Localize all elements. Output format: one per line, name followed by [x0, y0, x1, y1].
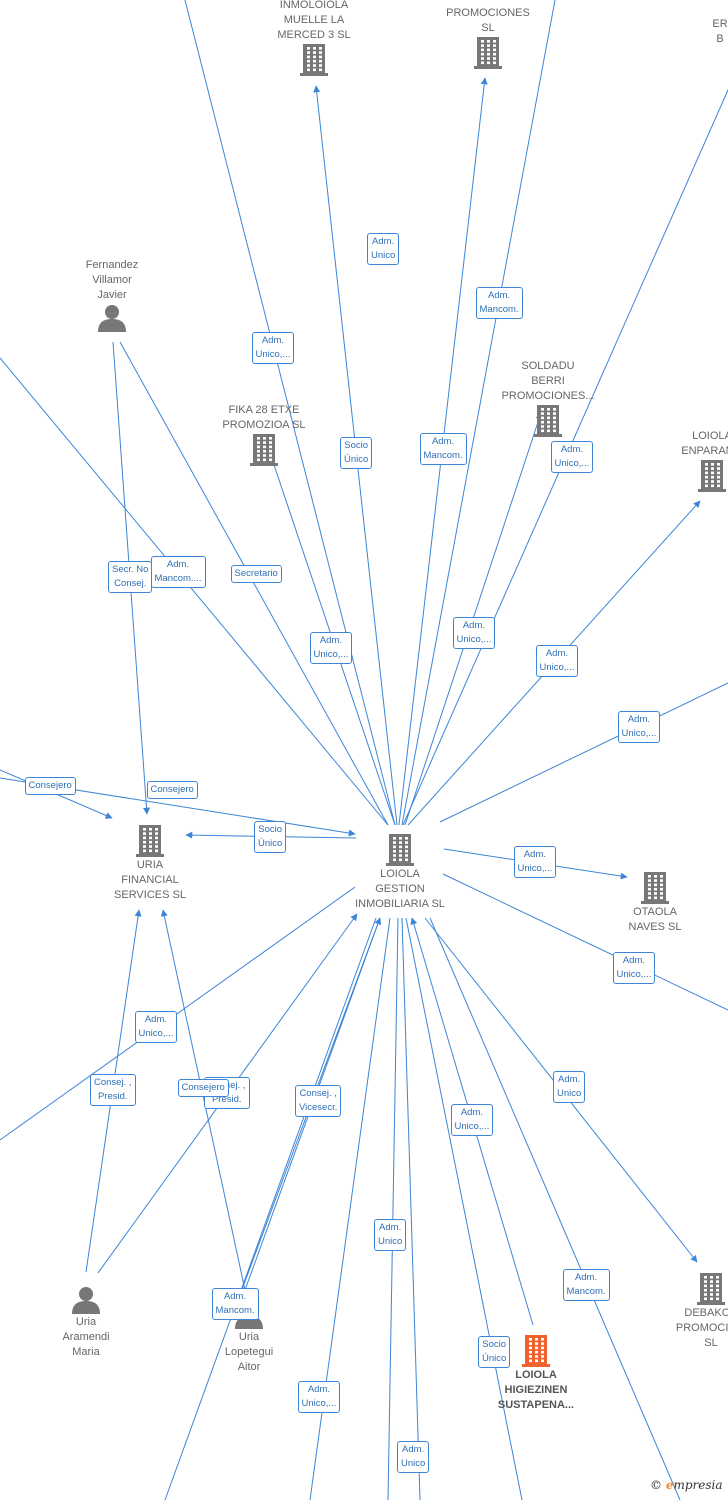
relationship-badge[interactable]: Adm. Unico,... [251, 332, 295, 364]
node-label: OTAOLA NAVES SL [628, 906, 682, 933]
relationship-badge[interactable]: Adm. Unico,... [452, 617, 496, 649]
relationship-badge[interactable]: Secretario [230, 565, 282, 583]
node-label: SOLDADU BERRI PROMOCIONES... [501, 360, 595, 402]
building-icon [641, 872, 669, 904]
relationship-edge [0, 886, 356, 1141]
building-icon [474, 37, 502, 69]
building-icon [697, 1273, 725, 1305]
empresia-watermark: © empresia [650, 1478, 723, 1492]
building-icon [300, 44, 328, 76]
relationship-badge[interactable]: Socio Único [478, 1336, 511, 1368]
node-label: LOIOLA ENPARAN... [681, 430, 728, 457]
relationship-badge[interactable]: Adm. Unico,... [617, 711, 661, 743]
relationship-badge[interactable]: Adm. Unico,... [612, 952, 656, 984]
relationship-edge [119, 341, 389, 826]
relationship-badge[interactable]: Consejero [146, 781, 198, 799]
relationship-edge [164, 917, 377, 1500]
relationship-badge[interactable]: Secr. No Consej. [108, 561, 153, 593]
relationship-badge[interactable]: Socio Único [254, 821, 287, 853]
relationship-badge[interactable]: Adm. Mancom. [562, 1269, 610, 1301]
relationship-badge[interactable]: Adm. Unico,... [550, 441, 594, 473]
node-promociones-top[interactable]: PROMOCIONES SL [423, 6, 553, 70]
brand-name: mpresia [673, 1478, 723, 1492]
relationship-edge [401, 917, 421, 1500]
node-loiola-higiezinen[interactable]: LOIOLA HIGIEZINEN SUSTAPENA... [471, 1334, 601, 1413]
relationship-edge [184, 0, 396, 826]
relationship-edge [401, 0, 556, 826]
relationship-badge[interactable]: Adm. Unico,... [297, 1381, 341, 1413]
node-debakos[interactable]: DEBAKOS PROMOCIO... SL [646, 1272, 728, 1351]
relationship-badge[interactable]: Adm. Unico,... [513, 846, 557, 878]
relationship-badge[interactable]: Adm. Mancom. [211, 1288, 259, 1320]
relationship-badge[interactable]: Consej. , Vicesecr. [295, 1085, 342, 1117]
relationship-badge[interactable]: Adm. Unico,... [134, 1011, 178, 1043]
node-label: FIKA 28 ETXE PROMOZIOA SL [222, 404, 306, 431]
relationship-badge[interactable]: Adm. Mancom. [475, 287, 523, 319]
node-label: PROMOCIONES SL [446, 7, 530, 34]
relationship-badge[interactable]: Adm. Mancom. [419, 433, 467, 465]
relationship-badge[interactable]: Adm. Unico [374, 1219, 407, 1251]
person-icon [72, 1287, 100, 1314]
copyright-symbol: © [650, 1478, 662, 1492]
node-inmoloiola[interactable]: INMOLOIOLA MUELLE LA MERCED 3 SL [249, 0, 379, 77]
relationship-edge [0, 357, 389, 826]
relationship-badge[interactable]: Adm. Unico [397, 1441, 430, 1473]
building-icon [250, 434, 278, 466]
relationship-badge[interactable]: Consejero [177, 1079, 229, 1097]
building-icon [522, 1335, 550, 1367]
relationship-badge[interactable]: Consej. , Presid. [90, 1074, 136, 1106]
node-otaola[interactable]: OTAOLA NAVES SL [590, 871, 720, 935]
node-uria-financial[interactable]: URIA FINANCIAL SERVICES SL [85, 824, 215, 903]
relationship-badge[interactable]: Socio Único [340, 437, 373, 469]
relationship-badge[interactable]: Adm. Unico,... [535, 645, 579, 677]
node-label: ER B [712, 18, 728, 45]
node-label: URIA FINANCIAL SERVICES SL [114, 859, 186, 901]
node-label: DEBAKOS PROMOCIO... SL [675, 1307, 728, 1349]
relationship-edge [429, 917, 681, 1500]
relationship-badge[interactable]: Adm. Unico,... [450, 1104, 494, 1136]
building-icon [698, 460, 726, 492]
relationship-badge[interactable]: Adm. Unico,... [309, 632, 353, 664]
relationship-badge[interactable]: Consejero [24, 777, 76, 795]
relationship-badge[interactable]: Adm. Unico [367, 233, 400, 265]
node-label: Uria Aramendi Maria [62, 1316, 110, 1358]
node-erb[interactable]: ER B [705, 17, 728, 47]
building-icon [534, 405, 562, 437]
node-fernandez[interactable]: Fernandez Villamor Javier [47, 258, 177, 333]
relationship-edge [439, 682, 728, 823]
node-fika28[interactable]: FIKA 28 ETXE PROMOZIOA SL [199, 403, 329, 467]
relationship-badge[interactable]: Adm. Unico [553, 1071, 586, 1103]
node-soldadu[interactable]: SOLDADU BERRI PROMOCIONES... [483, 359, 613, 438]
building-icon [136, 825, 164, 857]
node-label: LOIOLA GESTION INMOBILIARIA SL [355, 868, 445, 910]
node-uria-aramendi[interactable]: Uria Aramendi Maria [21, 1285, 151, 1360]
relationship-edge [405, 917, 523, 1500]
building-icon [386, 834, 414, 866]
node-label: Fernandez Villamor Javier [85, 259, 139, 301]
person-icon [98, 305, 126, 332]
node-loiola-gestion[interactable]: LOIOLA GESTION INMOBILIARIA SL [335, 833, 465, 912]
relationship-edge [442, 873, 728, 1011]
relationship-edge [387, 917, 399, 1500]
node-uria-lopetegui[interactable]: Uria Lopetegui Aitor [184, 1300, 314, 1375]
node-label: LOIOLA HIGIEZINEN SUSTAPENA... [497, 1369, 575, 1411]
node-loiola-enparan[interactable]: LOIOLA ENPARAN... [647, 429, 728, 493]
node-label: Uria Lopetegui Aitor [224, 1331, 274, 1373]
node-label: INMOLOIOLA MUELLE LA MERCED 3 SL [277, 0, 351, 41]
brand-initial: e [665, 1478, 674, 1492]
relationship-badge[interactable]: Adm. Mancom.... [150, 556, 206, 588]
